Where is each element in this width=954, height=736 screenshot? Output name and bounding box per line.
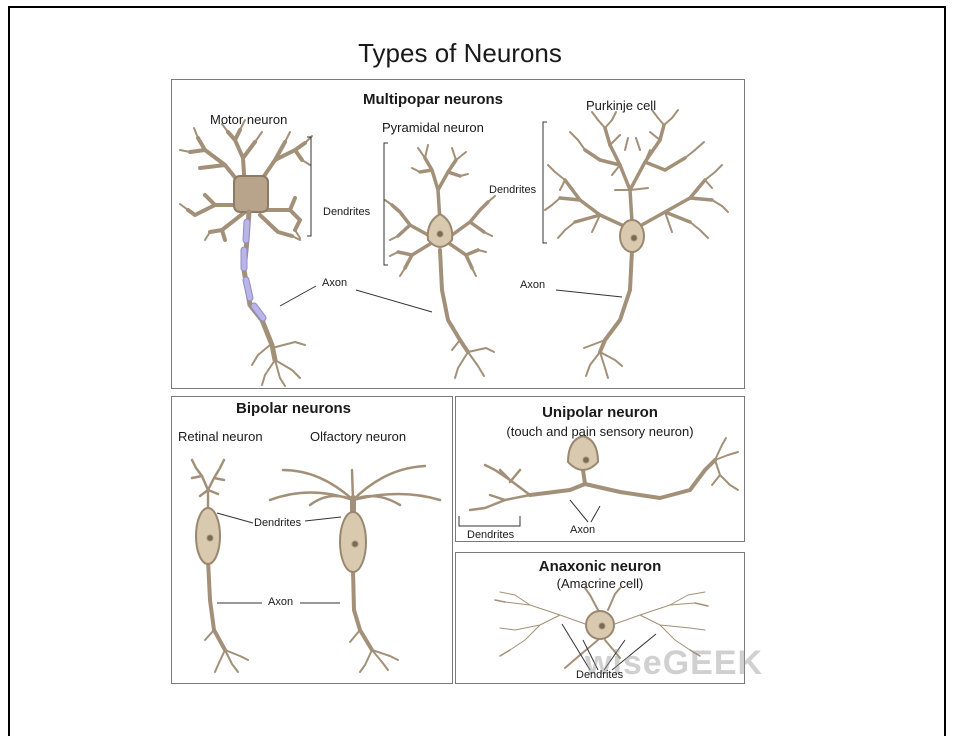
pyramidal-neuron-label: Pyramidal neuron [382,120,484,135]
multipolar-dendrites-label-1: Dendrites [323,206,370,218]
anaxonic-heading: Anaxonic neuron [455,558,745,575]
retinal-neuron-label: Retinal neuron [178,429,263,444]
unipolar-dendrites-label: Dendrites [467,529,514,541]
unipolar-axon-label: Axon [570,524,595,536]
olfactory-neuron [270,466,440,672]
anaxonic-subtitle: (Amacrine cell) [455,576,745,591]
multipolar-axon-label-1: Axon [322,277,347,289]
bipolar-dendrites-label: Dendrites [254,517,301,529]
retinal-neuron [192,460,248,672]
unipolar-neuron [470,436,738,510]
purkinje-cell-label: Purkinje cell [586,98,656,113]
motor-neuron-label: Motor neuron [210,112,287,127]
anaxonic-dendrites-label: Dendrites [576,669,623,681]
unipolar-subtitle: (touch and pain sensory neuron) [455,424,745,439]
pyramidal-neuron [385,145,495,378]
multipolar-heading: Multipopar neurons [363,91,503,108]
motor-neuron [180,120,312,386]
olfactory-neuron-label: Olfactory neuron [310,429,406,444]
multipolar-axon-label-2: Axon [520,279,545,291]
purkinje-cell [545,110,728,378]
bipolar-heading: Bipolar neurons [236,400,351,417]
unipolar-heading: Unipolar neuron [455,404,745,421]
bipolar-axon-label: Axon [268,596,293,608]
multipolar-dendrites-label-2: Dendrites [489,184,536,196]
